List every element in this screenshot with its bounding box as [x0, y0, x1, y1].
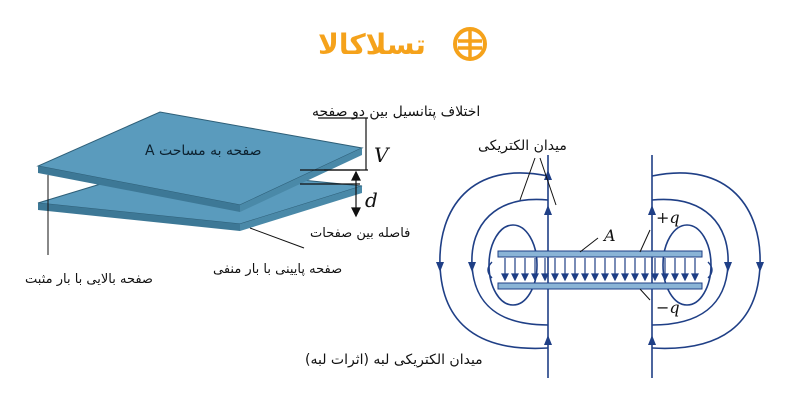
- annotation-leaders: [519, 157, 651, 301]
- area-symbol: A: [604, 226, 616, 245]
- electric-field-caption: میدان الکتریکی: [478, 138, 567, 154]
- bottom-plate-caption: صفحه پایینی با بار منفی: [213, 262, 343, 277]
- leader-lines: [47, 175, 305, 255]
- potential-difference-caption: اختلاف پتانسیل بین دو صفحه: [312, 104, 481, 120]
- field-lines: [439, 155, 761, 378]
- voltage-label: V: [374, 143, 389, 167]
- top-plate-caption: صفحه بالایی با بار مثبت: [25, 272, 153, 287]
- gap-caption: فاصله بین صفحات: [310, 226, 411, 241]
- fringe-field-caption: میدان الکتریکی لبه (اثرات لبه): [305, 352, 483, 368]
- capacitor-plates: [487, 250, 713, 290]
- plate-area-label: صفحه به مساحت A: [145, 143, 262, 159]
- field-arrows: [436, 170, 764, 345]
- positive-charge-label: +q: [656, 208, 680, 227]
- brand-name[interactable]: تسلاکالا: [318, 28, 426, 61]
- interior-field: [501, 258, 699, 282]
- gap-label: d: [365, 188, 378, 212]
- gap-arrow: [300, 169, 361, 218]
- negative-charge-label: −q: [656, 298, 680, 317]
- top-plate: [36, 111, 364, 212]
- circled-plus-grid-icon[interactable]: [452, 26, 488, 62]
